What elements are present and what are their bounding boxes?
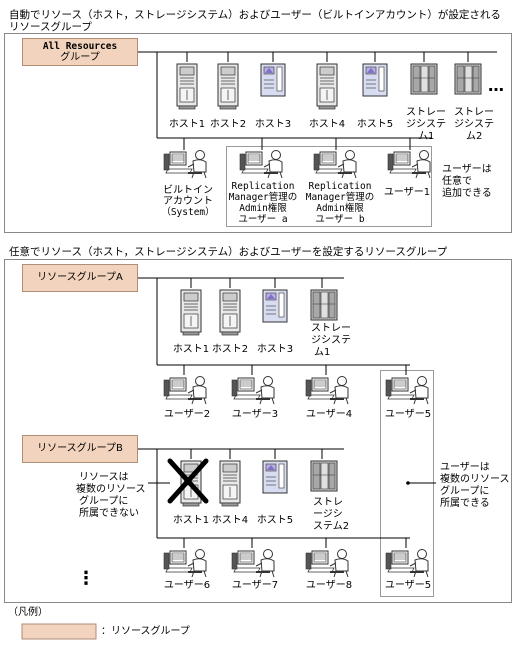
bottom-panel-frame [4,259,512,603]
note-left: リソースは 複数のリソース グループに 所属できない [76,472,146,520]
b-user8-label: ユーザー8 [305,580,353,591]
user-b-label: Replication Manager管理の Admin権限 ユーザー b [302,181,378,225]
storage1-line2: ジシステ [406,119,446,130]
note-right-line4: 所属できる [440,498,490,509]
user-b-line2: Manager管理の [305,192,375,203]
note-right-line3: グループに [440,486,490,497]
user-a-line2: Manager管理の [228,192,298,203]
note-left-line3: グループに [79,496,129,507]
top-note-line2: 任意で [442,176,472,187]
resource-group-b-box: リソースグループB [22,435,138,463]
top-host4-label: ホスト4 [308,119,346,130]
note-right-line1: ユーザーは [440,462,490,473]
b-host1-label: ホスト1 [172,515,210,526]
builtin-account-label: ビルトイン アカウント （System） [155,185,221,218]
top-host1-label: ホスト1 [168,119,206,130]
user-a-line3: Admin権限 [239,203,287,214]
storage1-line3: ム1 [418,131,435,142]
a-host2-label: ホスト2 [211,344,249,355]
a-user2-label: ユーザー2 [163,409,211,420]
note-left-line4: 所属できない [79,508,139,519]
user-b-line4: ユーザー b [315,214,365,225]
vertical-ellipsis: ⋮ [77,568,95,589]
a-host1-label: ホスト1 [172,344,210,355]
b-storage-label: ストレ ージシ ステム2 [313,497,349,533]
top-note-line3: 追加できる [442,188,492,199]
group-b-label: リソースグループB [37,443,123,454]
storage1-line1: ストレー [406,107,446,118]
user1-label: ユーザー1 [383,187,431,198]
legend-title: （凡例） [8,607,48,618]
a-user4-label: ユーザー4 [305,409,353,420]
user-a-label: Replication Manager管理の Admin権限 ユーザー a [227,181,299,225]
builtin-line3: （System） [161,207,215,218]
top-host2-label: ホスト2 [209,119,247,130]
user-a-line1: Replication [231,181,295,192]
note-right: ユーザーは 複数のリソース グループに 所属できる [440,462,510,510]
storage2-line3: ム2 [466,131,483,142]
top-note-line1: ユーザーは [442,164,492,175]
top-storage2-label: ストレー ジシステ ム2 [454,107,494,143]
top-ellipsis: … [488,76,504,95]
top-host5-label: ホスト5 [356,119,394,130]
b-host5-label: ホスト5 [256,515,294,526]
a-storage-label: ストレー ジシステ ム1 [311,323,351,359]
note-right-line2: 複数のリソース [440,474,510,485]
storage2-line1: ストレー [454,107,494,118]
top-title-line1: 自動でリソース（ホスト，ストレージシステム）およびユーザー（ビルトインアカウント… [9,9,501,21]
b-storage-line2: ージシ [313,509,343,520]
user-a-line4: ユーザー a [238,214,288,225]
b-storage-line3: ステム2 [313,521,350,532]
top-title-line2: リソースグループ [9,21,92,33]
builtin-line2: アカウント [163,196,213,207]
note-left-line1: リソースは [79,472,129,483]
top-storage1-label: ストレー ジシステ ム1 [406,107,446,143]
a-storage-line3: ム1 [314,347,331,358]
note-left-line2: 複数のリソース [76,484,146,495]
a-host3-label: ホスト3 [256,344,294,355]
b-user7-label: ユーザー7 [231,580,279,591]
group-label-line2: グループ [60,51,100,63]
top-host3-label: ホスト3 [254,119,292,130]
legend-item-label: ：リソースグループ [101,626,190,637]
b-storage-line1: ストレ [313,497,343,508]
a-storage-line2: ジシステ [311,335,351,346]
resource-group-a-box: リソースグループA [22,264,138,292]
b-user5-label: ユーザー5 [384,580,432,591]
a-user5-label: ユーザー5 [384,409,432,420]
a-storage-line1: ストレー [311,323,351,334]
a-user3-label: ユーザー3 [231,409,279,420]
group-a-label: リソースグループA [37,272,123,283]
top-note: ユーザーは 任意で 追加できる [442,164,492,200]
user-b-line1: Replication [308,181,372,192]
storage2-line2: ジシステ [454,119,494,130]
optional-users-box [226,146,432,227]
all-resources-group-box: All Resources グループ [22,38,138,66]
builtin-line1: ビルトイン [163,185,213,196]
b-host4-label: ホスト4 [211,515,249,526]
user-b-line3: Admin権限 [316,203,364,214]
b-user6-label: ユーザー6 [163,580,211,591]
bottom-title: 任意でリソース（ホスト，ストレージシステム）およびユーザーを設定するリソースグル… [9,246,448,258]
group-label-line1: All Resources [42,40,118,52]
